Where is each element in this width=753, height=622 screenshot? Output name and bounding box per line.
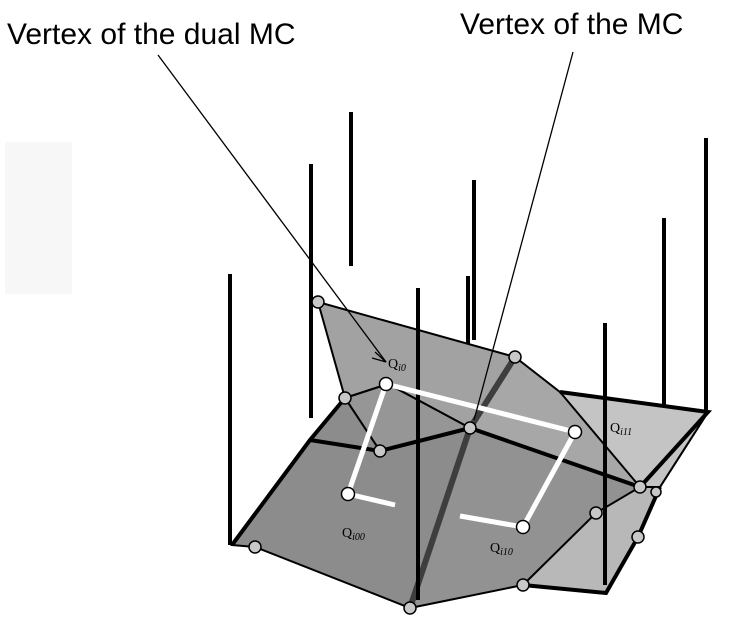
dual-mc-vertex-callout: Vertex of the dual MC xyxy=(7,18,296,51)
mc-edge-dark xyxy=(467,355,518,430)
arrowhead-icon xyxy=(371,351,387,363)
mc-vertex xyxy=(248,540,262,554)
mc-edge xyxy=(309,425,641,489)
annotation-pointers xyxy=(157,51,574,421)
dual-edge xyxy=(347,491,396,508)
dual-mc-vertices xyxy=(340,376,583,535)
dual-vertex-qi11 xyxy=(567,424,583,440)
mc-vertex xyxy=(403,601,417,615)
dual-vertex-qi0 xyxy=(378,376,394,392)
mc-vertices xyxy=(248,295,662,615)
dual-edge xyxy=(385,381,576,435)
mc-vertex-pointed xyxy=(463,421,477,435)
mc-edge xyxy=(559,390,713,489)
mc-vertex xyxy=(631,530,645,544)
mc-edge xyxy=(522,486,662,596)
dual-vertex-qi00 xyxy=(340,486,356,502)
mc-vertex xyxy=(338,391,352,405)
mc-pointer-line xyxy=(473,51,574,421)
dual-edge xyxy=(459,513,524,530)
dual-vertex-qi10 xyxy=(515,519,531,535)
faint-background-box xyxy=(5,142,72,294)
back-grid-lines xyxy=(309,112,708,418)
label-q-i10: Qi10 xyxy=(490,541,513,558)
isosurface xyxy=(230,300,710,610)
mc-vertex-callout: Vertex of the MC xyxy=(460,8,683,41)
label-q-i11: Qi11 xyxy=(610,421,632,438)
mc-vertex xyxy=(633,480,647,494)
dual-edge xyxy=(345,383,389,495)
mc-vertex xyxy=(516,578,530,592)
label-q-i00: Qi00 xyxy=(342,526,365,543)
mc-vertex xyxy=(508,350,522,364)
mc-vertex xyxy=(311,295,325,309)
dual-edge xyxy=(520,430,578,529)
label-q-i0: Qi0 xyxy=(388,357,406,374)
dual-mc-edges xyxy=(345,381,578,530)
mc-vertex xyxy=(650,486,662,498)
mc-vertex xyxy=(373,444,387,458)
mc-vertex xyxy=(589,506,603,520)
dual-mc-pointer-line xyxy=(157,54,387,363)
front-grid-lines xyxy=(228,274,607,600)
